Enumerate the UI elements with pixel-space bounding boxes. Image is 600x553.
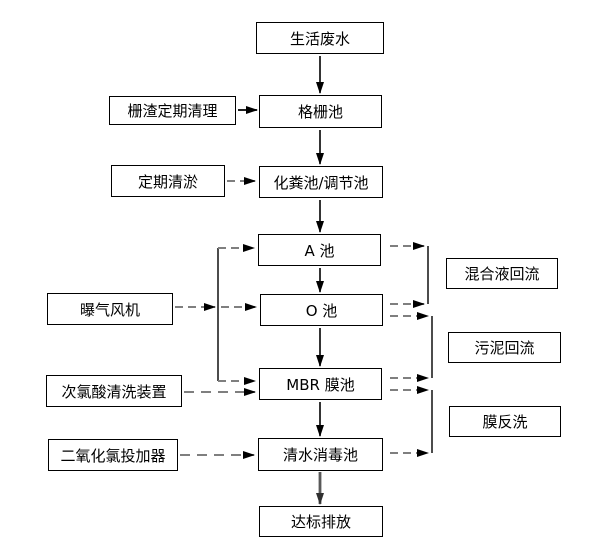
node-disinfection-tank: 清水消毒池 [258, 438, 383, 471]
node-wastewater: 生活废水 [256, 22, 384, 54]
node-mixed-liquor-reflux: 混合液回流 [446, 258, 558, 289]
node-septic-tank: 化粪池/调节池 [259, 166, 383, 198]
node-tank-a: A 池 [258, 234, 381, 266]
node-chlorine-dioxide-doser: 二氧化氯投加器 [48, 439, 178, 471]
node-sludge-reflux: 污泥回流 [448, 332, 561, 363]
node-grid-tank: 格栅池 [259, 95, 382, 128]
node-hypochlorous-device: 次氯酸清洗装置 [46, 375, 182, 407]
node-dredging: 定期清淤 [111, 165, 225, 197]
node-grid-cleaning: 栅渣定期清理 [109, 96, 236, 125]
node-tank-o: O 池 [260, 294, 383, 326]
node-mbr-tank: MBR 膜池 [259, 368, 382, 400]
node-membrane-backwash: 膜反洗 [449, 406, 561, 437]
node-discharge: 达标排放 [259, 506, 383, 537]
node-blower: 曝气风机 [47, 293, 173, 325]
